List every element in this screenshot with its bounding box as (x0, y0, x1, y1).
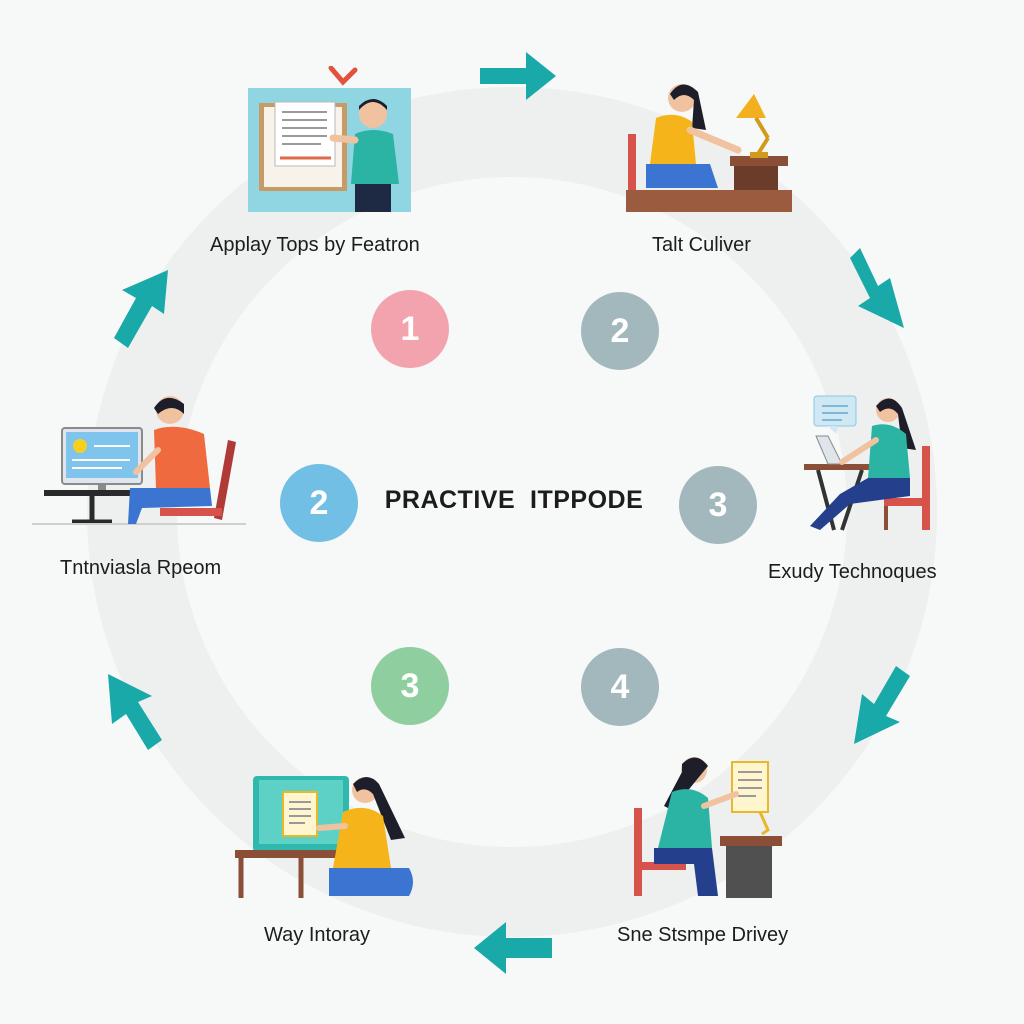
badge-2-right: 2 (581, 292, 659, 370)
step-label-right: Exudy Technoques (768, 561, 937, 583)
badge-2-right-number: 2 (610, 311, 630, 350)
badge-3-left-number: 3 (400, 666, 420, 705)
badge-4: 4 (581, 648, 659, 726)
center-title: PRACTIVE ITPPODE (384, 486, 644, 514)
arrow-down-left-icon (854, 666, 910, 744)
badge-1: 1 (371, 290, 449, 368)
badge-2-left: 2 (280, 464, 358, 542)
tablet-reading-illustration (235, 776, 413, 898)
badge-2-left-number: 2 (309, 483, 329, 522)
badge-4-number: 4 (610, 667, 630, 706)
arrow-up-right-icon (114, 270, 168, 348)
badge-3-right: 3 (679, 466, 757, 544)
badge-3-right-number: 3 (708, 485, 728, 524)
badge-1-number: 1 (400, 309, 420, 348)
presentation-board-illustration (248, 66, 411, 212)
badge-3-left: 3 (371, 647, 449, 725)
step-label-bottom-left: Way Intoray (264, 924, 370, 946)
arrow-up-left-icon (108, 674, 162, 750)
computer-workstation-illustration (32, 396, 246, 525)
step-label-bottom-right: Sne Stsmpe Drivey (617, 924, 789, 946)
arrow-right-top-icon (480, 52, 556, 100)
arrow-down-right-icon (850, 248, 904, 328)
desk-lamp-study-illustration (626, 84, 792, 212)
laptop-chat-illustration (804, 395, 930, 531)
step-label-top-left: Applay Tops by Featron (210, 234, 420, 256)
reading-desk-illustration (634, 757, 782, 898)
step-label-left: Tntnviasla Rpeom (60, 557, 222, 579)
arrow-left-bottom-icon (474, 922, 552, 974)
step-label-top-right: Talt Culiver (652, 234, 751, 256)
